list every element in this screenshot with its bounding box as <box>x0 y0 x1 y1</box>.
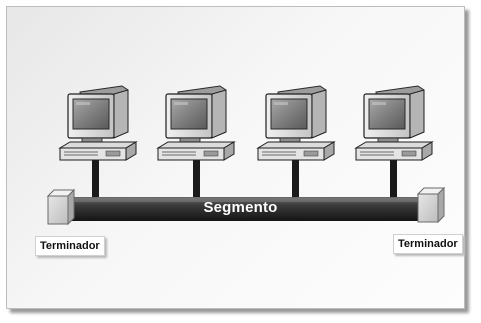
drop-cable <box>292 160 299 198</box>
computer-icon <box>157 85 235 161</box>
terminator-icon <box>47 189 75 225</box>
computer-icon <box>59 85 137 161</box>
computer-icon <box>355 85 433 161</box>
computer-icon <box>257 85 335 161</box>
terminator-label-right: Terminador <box>393 234 463 254</box>
drop-cable <box>92 160 99 198</box>
terminator-label-left: Terminador <box>35 236 105 256</box>
drop-cable <box>193 160 200 198</box>
bus-segment <box>68 197 420 221</box>
drop-cable <box>390 160 397 198</box>
drop-cables <box>92 160 397 198</box>
terminator-icon <box>417 187 445 223</box>
